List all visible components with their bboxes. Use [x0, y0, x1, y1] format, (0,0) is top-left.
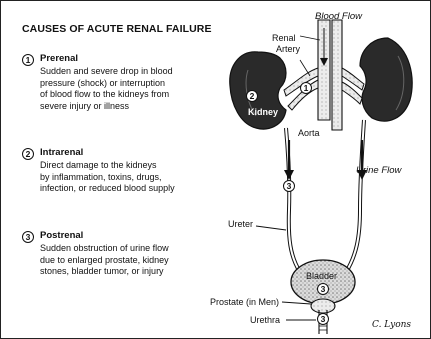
- prostate-leader: [282, 302, 311, 304]
- blood-flow-leader: [300, 36, 320, 40]
- prostate-label: Prostate (in Men): [210, 297, 279, 307]
- right-kidney: [360, 38, 412, 121]
- bladder-label: Bladder: [306, 271, 337, 281]
- urine-flow-label: Urine Flow: [356, 165, 401, 176]
- ureter-leader: [256, 226, 286, 230]
- left-urine-arrowhead: [284, 170, 294, 180]
- renal-artery-label-line2: Artery: [276, 44, 300, 54]
- vena-cava: [332, 20, 342, 130]
- marker-3-bladder: 3: [317, 283, 329, 295]
- aorta-label: Aorta: [298, 128, 320, 138]
- marker-3-ureter: 3: [283, 180, 295, 192]
- blood-flow-label: Blood Flow: [315, 11, 362, 22]
- artist-signature: C. Lyons: [372, 320, 411, 330]
- renal-artery-label-line1: Renal: [272, 33, 296, 43]
- renal-artery-leader: [300, 60, 310, 76]
- marker-1: 1: [300, 82, 312, 94]
- marker-2: 2: [246, 90, 258, 102]
- ureter-label: Ureter: [228, 219, 253, 229]
- urethra-label: Urethra: [250, 315, 280, 325]
- bladder: [291, 260, 355, 304]
- prostate: [311, 299, 335, 313]
- left-kidney: [230, 52, 286, 129]
- marker-3-urethra: 3: [317, 313, 329, 325]
- kidney-label: Kidney: [248, 107, 278, 117]
